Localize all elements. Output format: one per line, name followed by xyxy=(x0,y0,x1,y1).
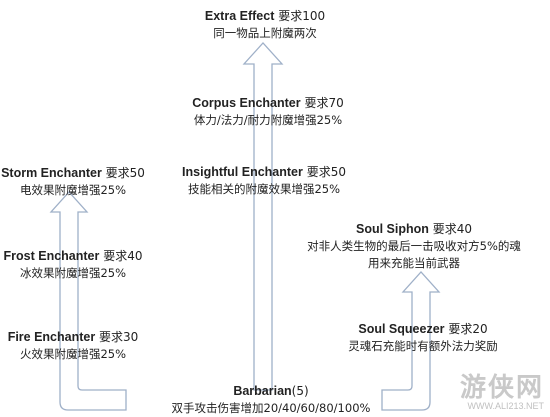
soul-squeezer-req: 要求20 xyxy=(444,322,488,336)
fire-name: Fire Enchanter xyxy=(7,330,96,344)
frost-name: Frost Enchanter xyxy=(3,249,100,263)
frost-req: 要求40 xyxy=(99,249,143,263)
frost-desc: 冰效果附魔增强25% xyxy=(19,266,127,280)
insightful-desc: 技能相关的附魔效果增强25% xyxy=(187,182,341,196)
barbarian-rank: (5) xyxy=(291,384,309,398)
soul-siphon-req: 要求40 xyxy=(428,222,472,236)
corpus-desc: 体力/法力/耐力附魔增强25% xyxy=(193,113,343,127)
node-soul-siphon: Soul Siphon 要求40 对非人类生物的最后一击吸收对方5%的魂 用来充… xyxy=(278,219,550,272)
fire-req: 要求30 xyxy=(95,330,139,344)
corpus-req: 要求70 xyxy=(300,96,344,110)
storm-desc: 电效果附魔增强25% xyxy=(19,183,127,197)
center-arrow xyxy=(242,42,284,391)
storm-req: 要求50 xyxy=(101,166,145,180)
corpus-name: Corpus Enchanter xyxy=(192,96,301,110)
soul-squeezer-desc: 灵魂石充能时有额外法力奖励 xyxy=(348,339,498,353)
extra-effect-desc: 同一物品上附魔两次 xyxy=(213,26,317,40)
insightful-req: 要求50 xyxy=(302,165,346,179)
node-storm-enchanter: Storm Enchanter 要求50 电效果附魔增强25% xyxy=(0,163,146,199)
node-soul-squeezer: Soul Squeezer 要求20 灵魂石充能时有额外法力奖励 xyxy=(318,319,528,355)
soul-siphon-name: Soul Siphon xyxy=(355,222,429,236)
left-branch-arrow xyxy=(49,191,127,411)
insightful-name: Insightful Enchanter xyxy=(182,165,303,179)
right-branch-arrow xyxy=(381,271,441,411)
watermark-title: 游侠网 xyxy=(459,373,544,403)
node-corpus-enchanter: Corpus Enchanter 要求70 体力/法力/耐力附魔增强25% xyxy=(158,93,378,129)
fire-desc: 火效果附魔增强25% xyxy=(19,347,127,361)
watermark-url: WWW.ALI213.NET xyxy=(467,401,544,411)
soul-siphon-desc-2: 用来充能当前武器 xyxy=(368,256,460,270)
barbarian-desc: 双手攻击伤害增加20/40/60/80/100% xyxy=(171,401,371,415)
node-insightful-enchanter: Insightful Enchanter 要求50 技能相关的附魔效果增强25% xyxy=(150,162,378,198)
node-frost-enchanter: Frost Enchanter 要求40 冰效果附魔增强25% xyxy=(0,246,146,282)
barbarian-name: Barbarian xyxy=(233,384,292,398)
node-barbarian: Barbarian(5) 双手攻击伤害增加20/40/60/80/100% xyxy=(140,381,402,417)
extra-effect-name: Extra Effect xyxy=(204,9,275,23)
soul-squeezer-name: Soul Squeezer xyxy=(358,322,445,336)
storm-name: Storm Enchanter xyxy=(1,166,102,180)
watermark-logo: 游侠网 WWW.ALI213.NET xyxy=(460,375,544,411)
node-fire-enchanter: Fire Enchanter 要求30 火效果附魔增强25% xyxy=(0,327,146,363)
extra-effect-req: 要求100 xyxy=(274,9,326,23)
node-extra-effect: Extra Effect 要求100 同一物品上附魔两次 xyxy=(170,6,360,42)
soul-siphon-desc-1: 对非人类生物的最后一击吸收对方5%的魂 xyxy=(307,239,521,253)
